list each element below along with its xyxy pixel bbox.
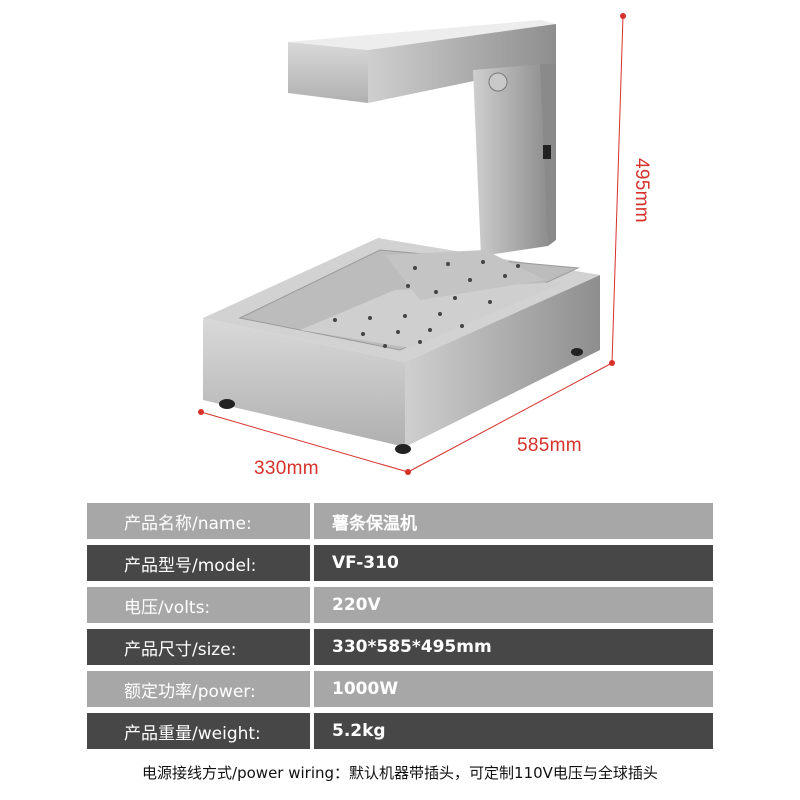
spec-label: 电压/volts: bbox=[87, 587, 310, 623]
spec-value: 1000W bbox=[314, 671, 713, 707]
spec-row-power: 额定功率/power: 1000W bbox=[87, 671, 713, 707]
spec-value: 5.2kg bbox=[314, 713, 713, 749]
spec-table: 产品名称/name: 薯条保温机 产品型号/model: VF-310 电压/v… bbox=[87, 503, 713, 755]
power-wiring-caption: 电源接线方式/power wiring：默认机器带插头，可定制110V电压与全球… bbox=[142, 764, 658, 782]
spec-value: 330*585*495mm bbox=[314, 629, 713, 665]
spec-value: 薯条保温机 bbox=[314, 503, 713, 539]
spec-value: VF-310 bbox=[314, 545, 713, 581]
fry-warmer-image bbox=[198, 13, 626, 475]
spec-label: 额定功率/power: bbox=[87, 671, 310, 707]
spec-label: 产品尺寸/size: bbox=[87, 629, 310, 665]
dimension-depth-label: 585mm bbox=[517, 435, 582, 456]
spec-row-weight: 产品重量/weight: 5.2kg bbox=[87, 713, 713, 749]
spec-label: 产品型号/model: bbox=[87, 545, 310, 581]
spec-row-volts: 电压/volts: 220V bbox=[87, 587, 713, 623]
dimension-height-label: 495mm bbox=[631, 158, 652, 223]
product-illustration: 330mm 585mm 495mm bbox=[198, 13, 652, 479]
spec-row-name: 产品名称/name: 薯条保温机 bbox=[87, 503, 713, 539]
dimension-width-label: 330mm bbox=[254, 458, 319, 479]
spec-label: 产品名称/name: bbox=[87, 503, 310, 539]
spec-row-size: 产品尺寸/size: 330*585*495mm bbox=[87, 629, 713, 665]
spec-label: 产品重量/weight: bbox=[87, 713, 310, 749]
spec-row-model: 产品型号/model: VF-310 bbox=[87, 545, 713, 581]
spec-value: 220V bbox=[314, 587, 713, 623]
